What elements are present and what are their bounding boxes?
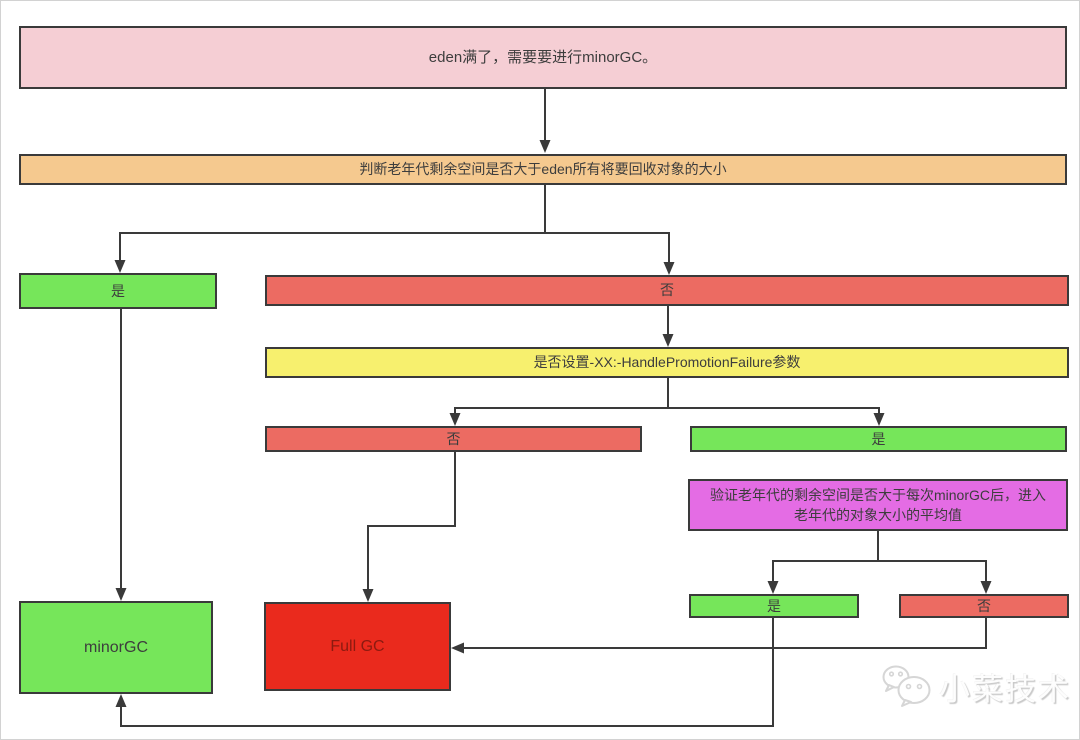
node-handle-promotion-check: 是否设置-XX:-HandlePromotionFailure参数 (265, 347, 1069, 378)
connector-no3-to-fullgc (451, 618, 987, 654)
node-minor-gc: minorGC (19, 601, 213, 694)
connector-no2-to-fullgc (362, 452, 456, 602)
node-yes-old-space: 是 (19, 273, 217, 309)
watermark: 小菜技术 (879, 663, 1071, 709)
node-yes-average: 是 (689, 594, 859, 618)
node-yes-flag: 是 (690, 426, 1067, 452)
node-full-gc: Full GC (264, 602, 451, 691)
wechat-icon (882, 665, 931, 707)
node-verify-average: 验证老年代的剩余空间是否大于每次minorGC后，进入老年代的对象大小的平均值 (688, 479, 1068, 531)
node-eden-full: eden满了，需要要进行minorGC。 (19, 26, 1067, 89)
node-no-average: 否 (899, 594, 1069, 618)
connector-yes3-to-minorgc (115, 618, 774, 727)
node-judge-old-space: 判断老年代剩余空间是否大于eden所有将要回收对象的大小 (19, 154, 1067, 185)
node-no-flag: 否 (265, 426, 642, 452)
watermark-text: 小菜技术 (939, 671, 1071, 707)
node-no-old-space: 否 (265, 275, 1069, 306)
